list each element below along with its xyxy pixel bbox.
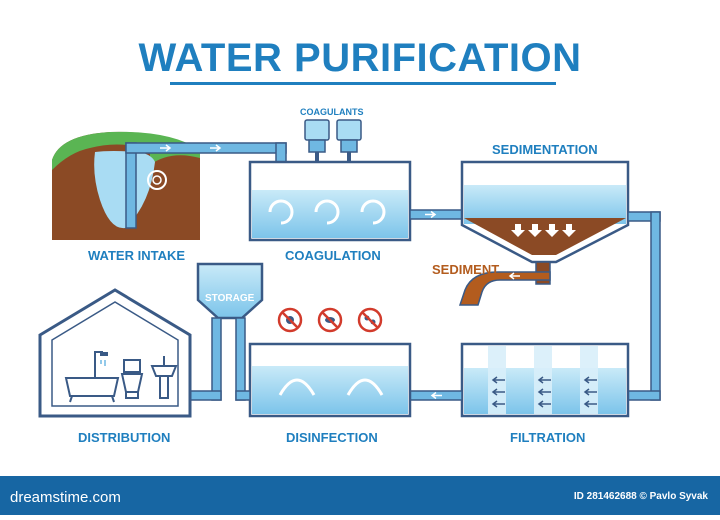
no-bacteria-icon xyxy=(277,307,303,333)
sediment-outlet xyxy=(458,271,551,306)
label-water-intake: WATER INTAKE xyxy=(88,248,186,263)
no-germs-icon xyxy=(317,307,343,333)
reservoir-water xyxy=(94,151,155,229)
settling-arrows xyxy=(511,224,576,237)
label-coagulants: COAGULANTS xyxy=(300,107,364,117)
pipe-filt-dis xyxy=(409,390,463,401)
label-disinfection: DISINFECTION xyxy=(286,430,378,445)
sink-icon xyxy=(150,356,178,399)
mixing-icon xyxy=(268,199,386,225)
title-underline xyxy=(170,82,556,85)
toilet-icon xyxy=(120,359,144,399)
filtration-tank xyxy=(460,342,630,418)
label-filtration: FILTRATION xyxy=(510,430,586,445)
wave-icon xyxy=(278,378,384,396)
coagulation-tank xyxy=(248,160,412,242)
footer-image-id: ID 281462688 © Pavlo Syvak xyxy=(573,491,708,502)
faucet-icon xyxy=(94,351,108,378)
germ-free-icons xyxy=(277,307,383,333)
distribution-house xyxy=(38,288,192,418)
label-coagulation: COAGULATION xyxy=(285,248,381,263)
label-sedimentation: SEDIMENTATION xyxy=(492,142,598,157)
label-storage: STORAGE xyxy=(205,293,255,304)
no-microbes-icon xyxy=(357,307,383,333)
storage-tower xyxy=(189,262,264,401)
label-distribution: DISTRIBUTION xyxy=(78,430,171,445)
sedimentation-tank xyxy=(460,160,630,285)
swirl-icon xyxy=(147,170,167,190)
label-sediment: SEDIMENT xyxy=(432,262,500,277)
disinfection-tank xyxy=(248,342,412,418)
grass xyxy=(52,131,200,170)
footer-bar xyxy=(0,476,720,515)
bathtub-icon xyxy=(64,377,120,403)
filter-arrows xyxy=(491,376,597,408)
footer-logo: dreamstime.com xyxy=(10,489,121,506)
page-title: WATER PURIFICATION xyxy=(138,36,582,80)
pipe-sed-filt xyxy=(627,211,661,401)
pipe-coag-sed xyxy=(409,209,463,220)
